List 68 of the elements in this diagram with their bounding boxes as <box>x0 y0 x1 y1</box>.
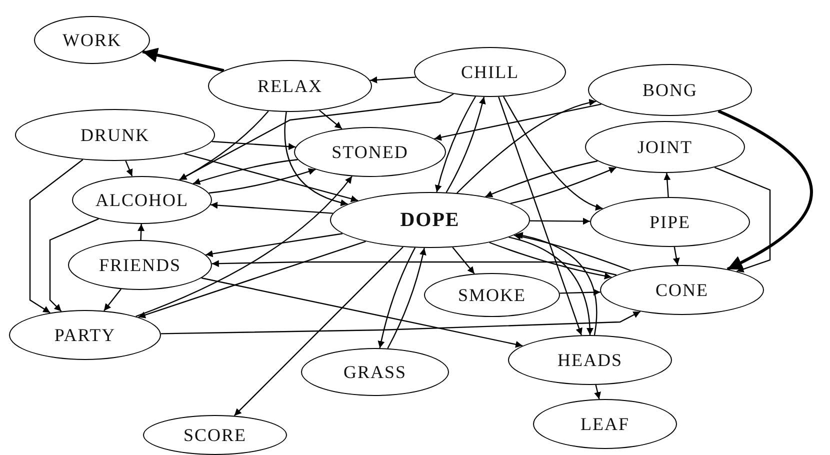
arrow <box>594 384 601 400</box>
arrow <box>125 160 133 176</box>
arrow <box>718 110 813 271</box>
arrow <box>208 168 316 194</box>
arrow <box>516 232 598 336</box>
arrow <box>446 96 486 193</box>
arrow <box>138 224 145 240</box>
node-label: GRASS <box>343 362 407 382</box>
arrow <box>370 76 416 84</box>
node-label: PIPE <box>649 212 690 232</box>
node-label: FRIENDS <box>98 254 181 276</box>
arrow <box>664 172 671 198</box>
arrow <box>498 96 582 336</box>
ellipse-node <box>294 127 446 177</box>
arrow <box>212 140 296 150</box>
arrow <box>485 160 598 198</box>
ellipse-node <box>424 273 560 317</box>
node-label: BONG <box>642 80 698 100</box>
arrow <box>387 248 426 349</box>
node-label: STONED <box>332 142 408 162</box>
arrow <box>530 218 590 225</box>
arrow <box>210 202 333 214</box>
node-label: PARTY <box>54 324 116 346</box>
node-label: LEAF <box>580 414 630 434</box>
ellipse-node <box>600 265 764 315</box>
arrow <box>489 242 612 280</box>
ellipse-node <box>330 192 530 248</box>
node-label: CHILL <box>461 62 519 82</box>
node-label: ALCOHOL <box>96 190 188 210</box>
arrow <box>234 246 404 416</box>
node-label: HEADS <box>557 350 622 370</box>
arrow <box>514 233 631 272</box>
arrow <box>104 288 122 312</box>
ellipse-node <box>34 16 150 64</box>
arrow <box>206 233 343 258</box>
node-label: JOINT <box>638 136 692 158</box>
arrow <box>714 166 771 272</box>
arrow <box>560 288 600 296</box>
node-label: DOPE <box>400 208 460 232</box>
arrow <box>136 176 352 317</box>
arrow <box>138 240 366 318</box>
arrow <box>201 277 523 348</box>
arrow <box>319 110 342 130</box>
node-label: SCORE <box>183 424 247 446</box>
node-label: CONE <box>656 280 708 300</box>
arrow <box>508 236 594 336</box>
arrow <box>160 310 641 334</box>
arrow <box>672 246 680 266</box>
ellipse-node <box>68 240 212 290</box>
arrow <box>184 153 358 202</box>
arrow <box>29 159 84 314</box>
arrow <box>284 112 348 206</box>
arrow <box>192 159 298 185</box>
arrow <box>456 99 596 194</box>
arrow <box>49 218 99 312</box>
arrow <box>435 96 476 192</box>
arrow <box>179 93 454 180</box>
node-label: RELAX <box>258 76 322 96</box>
arrow <box>378 247 416 348</box>
node-label: DRUNK <box>80 124 150 146</box>
arrow <box>212 260 617 276</box>
arrow <box>452 246 475 274</box>
node-label: WORK <box>62 30 122 50</box>
node-label: SMOKE <box>458 284 526 306</box>
arrow <box>142 48 224 72</box>
arrow <box>434 104 602 141</box>
arrow <box>502 96 603 210</box>
arrow <box>510 167 616 204</box>
